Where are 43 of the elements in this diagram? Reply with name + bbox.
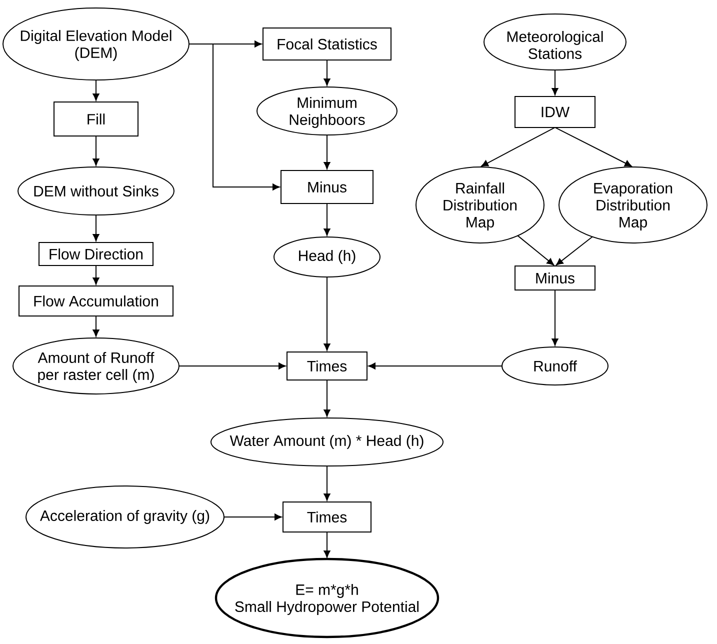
data-oval: Acceleration of gravity (g) (26, 485, 224, 548)
arrow (368, 362, 502, 370)
process-box: Times (282, 501, 372, 532)
data-oval: Head (h) (274, 236, 380, 278)
process-box: Flow Accumulation (18, 285, 174, 316)
arrow (324, 379, 330, 417)
arrow (324, 465, 330, 501)
arrow (552, 289, 558, 346)
arrow (224, 514, 282, 520)
data-oval: DEM without Sinks (18, 166, 174, 216)
arrow (92, 264, 100, 285)
data-oval: Evaporation Distribution Map (558, 166, 708, 244)
arrow (324, 202, 330, 236)
data-oval: Water Amount (m) * Head (h) (210, 417, 444, 466)
process-box: Minus (514, 265, 596, 290)
arrow (324, 531, 330, 558)
data-oval: Amount of Runoff per raster cell (m) (12, 337, 180, 394)
process-box: Fill (54, 102, 138, 136)
arrow (92, 214, 100, 242)
arrow (92, 80, 100, 101)
arrow (92, 135, 100, 166)
arrow (556, 236, 593, 266)
arrow (552, 69, 558, 96)
arrow (178, 362, 286, 370)
arrow (188, 44, 280, 190)
data-oval: E= m*g*h Small Hydropower Potential (214, 558, 440, 638)
process-box: Flow Direction (38, 242, 154, 266)
data-oval: Runoff (502, 346, 608, 386)
arrow (324, 134, 330, 170)
arrow (554, 126, 632, 167)
data-oval: Rainfall Distribution Map (416, 166, 544, 244)
data-oval: Meteorological Stations (484, 14, 626, 70)
data-oval: Minimum Neighboors (256, 86, 398, 136)
process-box: Times (286, 351, 368, 380)
data-oval: Digital Elevation Model (DEM) (2, 7, 190, 80)
process-box: Minus (280, 170, 374, 204)
process-box: Focal Statistics (262, 27, 392, 60)
arrow (481, 126, 556, 167)
arrow (92, 315, 100, 337)
arrow (324, 60, 330, 86)
arrow (517, 235, 554, 266)
process-box: IDW (514, 96, 596, 128)
arrow (324, 276, 330, 351)
